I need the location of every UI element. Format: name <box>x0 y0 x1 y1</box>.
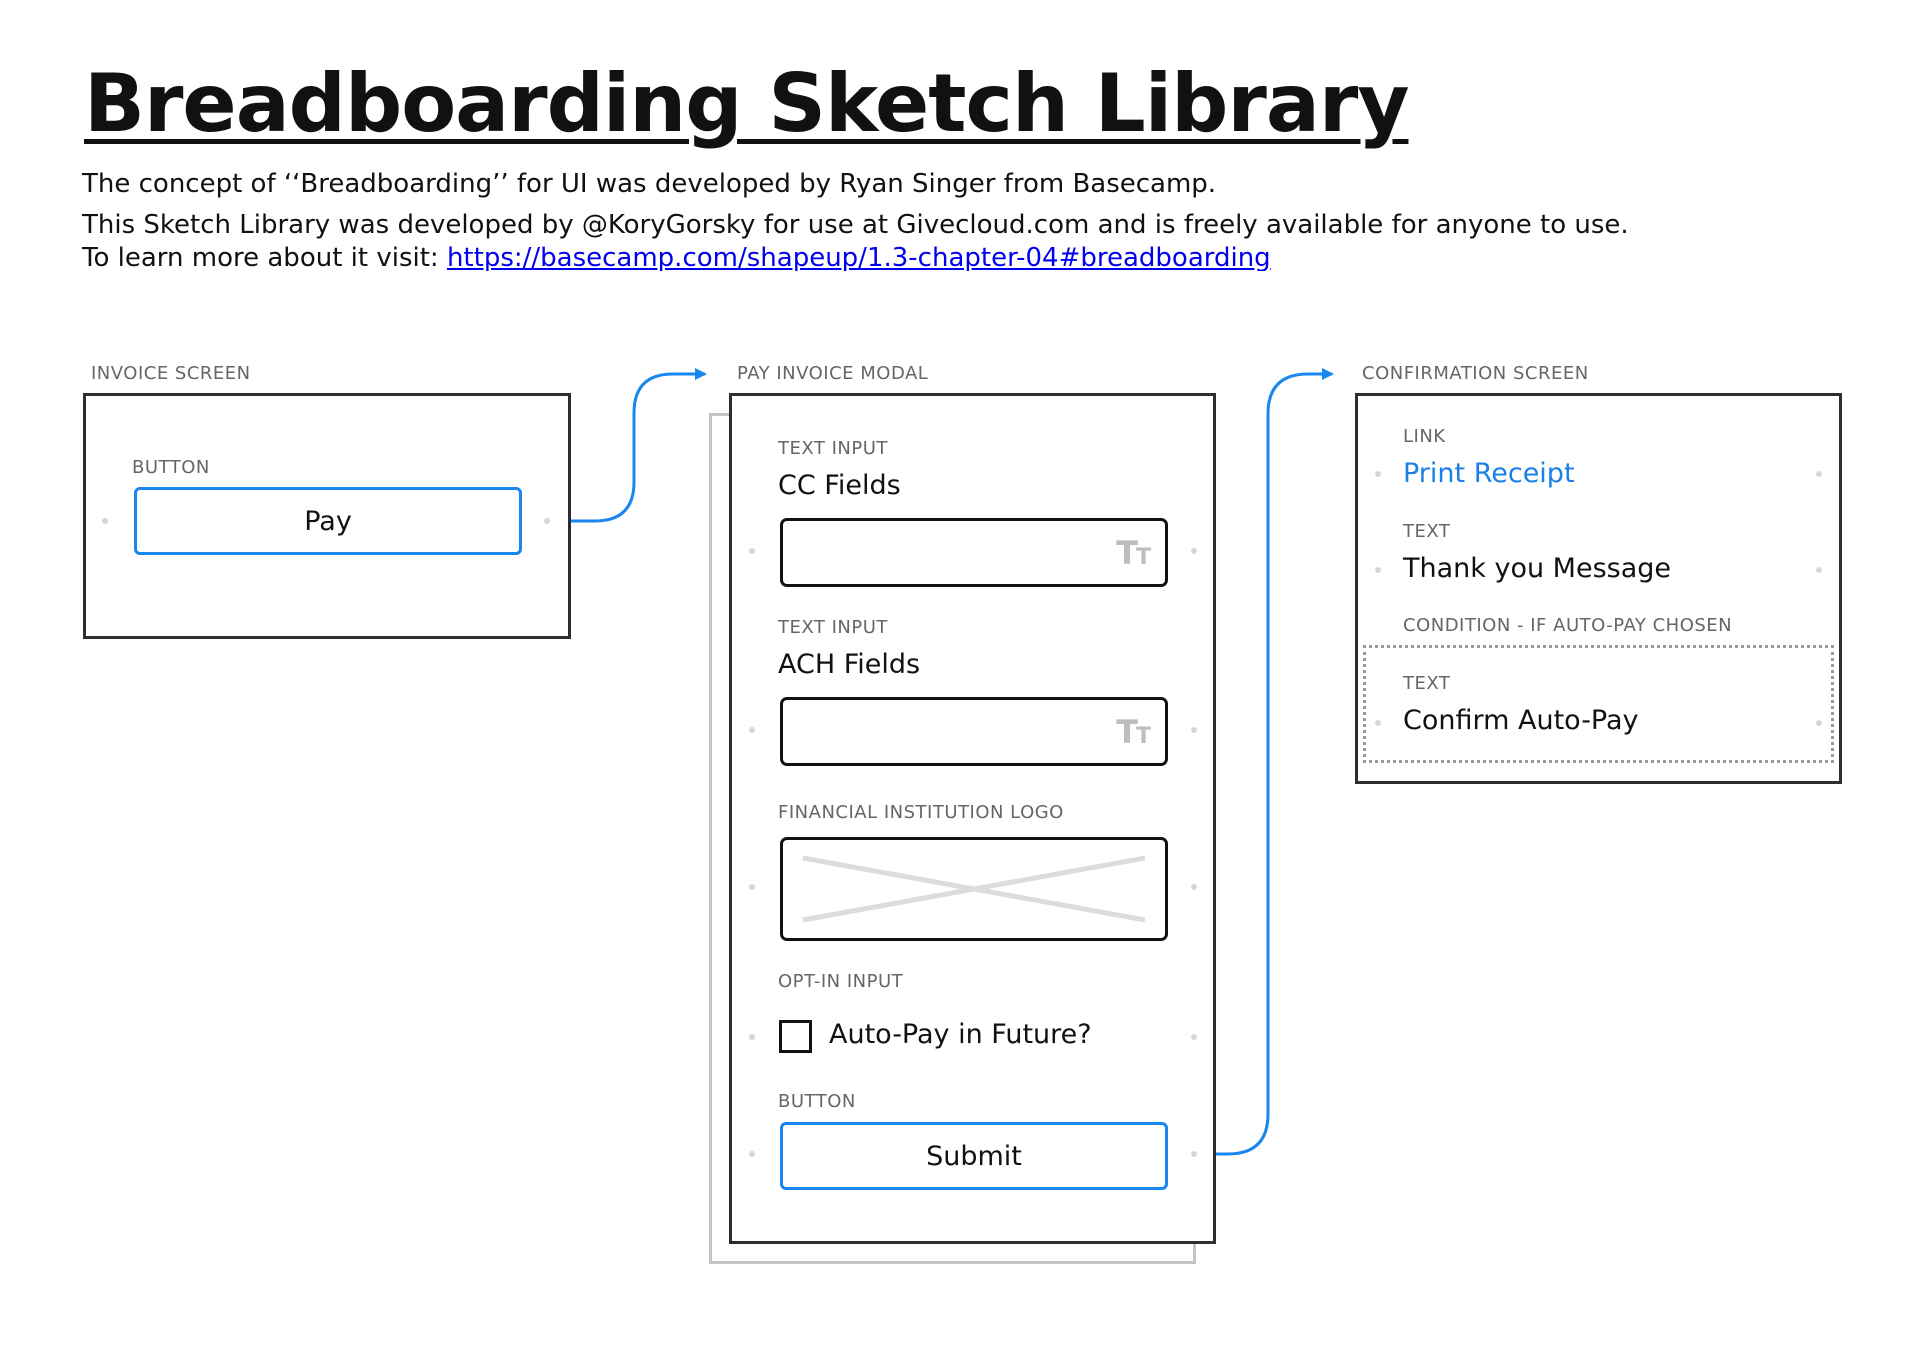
text-size-icon: TT <box>1116 534 1151 572</box>
connector-submit-to-confirmation <box>1204 368 1334 1156</box>
connection-point <box>749 548 755 554</box>
logo-label: FINANCIAL INSTITUTION LOGO <box>778 802 1064 823</box>
ach-input-title: ACH Fields <box>778 649 921 680</box>
ach-fields-input[interactable]: TT <box>780 697 1168 766</box>
submit-button[interactable]: Submit <box>780 1122 1168 1190</box>
thanks-text-label: TEXT <box>1403 521 1451 542</box>
cc-input-label: TEXT INPUT <box>778 438 888 459</box>
confirmation-screen-label: CONFIRMATION SCREEN <box>1362 363 1589 384</box>
page-title: Breadboarding Sketch Library <box>84 57 1409 150</box>
financial-institution-logo <box>780 837 1168 941</box>
pay-button-label: BUTTON <box>132 457 210 478</box>
autopay-condition-box <box>1363 645 1834 763</box>
print-receipt-link[interactable]: Print Receipt <box>1403 458 1575 489</box>
connection-point <box>544 518 550 524</box>
submit-button-label: BUTTON <box>778 1091 856 1112</box>
thank-you-message: Thank you Message <box>1403 553 1672 584</box>
connection-point <box>749 1034 755 1040</box>
text-size-icon: TT <box>1116 713 1151 751</box>
connection-point <box>1816 471 1822 477</box>
autopay-checkbox-label: Auto-Pay in Future? <box>829 1019 1092 1050</box>
confirmation-screen-frame <box>1355 393 1842 784</box>
pay-modal-label: PAY INVOICE MODAL <box>737 363 929 384</box>
condition-label: CONDITION - IF AUTO-PAY CHOSEN <box>1403 615 1733 636</box>
image-placeholder-icon <box>802 855 1146 923</box>
invoice-screen-label: INVOICE SCREEN <box>91 363 251 384</box>
description-line-3-prefix: To learn more about it visit: <box>82 243 447 271</box>
connection-point <box>1375 567 1381 573</box>
basecamp-link[interactable]: https://basecamp.com/shapeup/1.3-chapter… <box>446 243 1271 271</box>
pay-button[interactable]: Pay <box>134 487 522 555</box>
description-line-1: The concept of ‘‘Breadboarding’’ for UI … <box>82 169 1217 199</box>
print-link-label: LINK <box>1403 426 1446 447</box>
connection-point <box>1816 720 1822 726</box>
connection-point <box>1816 567 1822 573</box>
confirm-autopay-text: Confirm Auto-Pay <box>1403 705 1639 736</box>
connection-point <box>1375 720 1381 726</box>
ach-input-label: TEXT INPUT <box>778 617 888 638</box>
confirm-autopay-label: TEXT <box>1403 673 1451 694</box>
autopay-checkbox[interactable] <box>779 1020 812 1053</box>
optin-label: OPT-IN INPUT <box>778 971 904 992</box>
connection-point <box>1375 471 1381 477</box>
connection-point <box>1191 884 1197 890</box>
connection-point <box>102 518 108 524</box>
cc-fields-input[interactable]: TT <box>780 518 1168 587</box>
connection-point <box>749 727 755 733</box>
cc-input-title: CC Fields <box>778 470 901 501</box>
connection-point <box>749 1151 755 1157</box>
description-line-2: This Sketch Library was developed by @Ko… <box>82 210 1629 240</box>
connector-pay-to-modal <box>560 368 707 523</box>
connection-point <box>1191 1034 1197 1040</box>
connection-point <box>1191 1151 1197 1157</box>
connection-point <box>1191 548 1197 554</box>
description-line-3: To learn more about it visit: https://ba… <box>82 242 1271 271</box>
connection-point <box>1191 727 1197 733</box>
connection-point <box>749 884 755 890</box>
